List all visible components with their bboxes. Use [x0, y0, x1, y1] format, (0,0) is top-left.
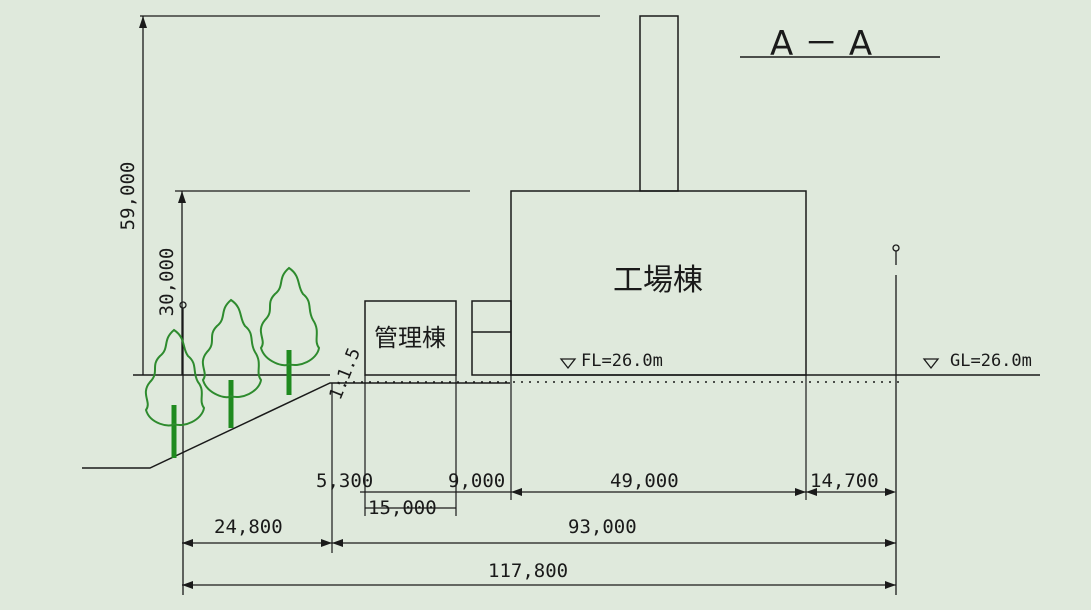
- plant-building: [510, 190, 807, 376]
- plant-building-label: 工場棟: [613, 263, 703, 298]
- horizontal-dimensions: [182, 375, 896, 586]
- dim-15000: 15,000: [368, 497, 437, 519]
- chimney: [639, 15, 679, 192]
- slope-ratio-label: 1:1.5: [325, 345, 365, 403]
- gl-triangle-icon: [922, 358, 940, 370]
- boundary-poles: [179, 244, 900, 595]
- tree-3-icon: [259, 266, 321, 395]
- trees: [144, 266, 321, 458]
- dimension-arrows: [182, 488, 896, 589]
- admin-building-label: 管理棟: [374, 324, 446, 352]
- fl-triangle-icon: [559, 358, 577, 370]
- total-height-label: 59,000: [117, 162, 139, 231]
- slope-line: [82, 382, 510, 469]
- left-pole-cap-icon: [179, 301, 187, 309]
- building-height-arrow: [178, 191, 186, 203]
- dim-93000: 93,000: [568, 516, 637, 538]
- level-markers: [559, 358, 940, 370]
- dim-49000: 49,000: [610, 470, 679, 492]
- dim-9000: 9,000: [448, 470, 505, 492]
- building-height-label: 30,000: [156, 248, 178, 317]
- tree-2-icon: [201, 298, 263, 428]
- dimension-labels: 5,300 9,000 49,000 14,700 15,000 24,800 …: [214, 470, 879, 582]
- total-height-arrow: [139, 16, 147, 28]
- right-pole-cap-icon: [892, 244, 900, 252]
- title-text: A － A: [770, 24, 872, 64]
- section-title: A － A: [740, 24, 940, 64]
- height-dimensions: [139, 15, 600, 375]
- dim-14700: 14,700: [810, 470, 879, 492]
- admin-building: [364, 300, 457, 376]
- dim-117800: 117,800: [488, 560, 568, 582]
- gl-label: GL=26.0m: [950, 351, 1032, 371]
- buildings: [364, 15, 807, 376]
- tree-1-icon: [144, 328, 206, 458]
- connector-building: [471, 300, 512, 376]
- dim-5300: 5,300: [316, 470, 373, 492]
- dim-24800: 24,800: [214, 516, 283, 538]
- fl-label: FL=26.0m: [581, 351, 663, 371]
